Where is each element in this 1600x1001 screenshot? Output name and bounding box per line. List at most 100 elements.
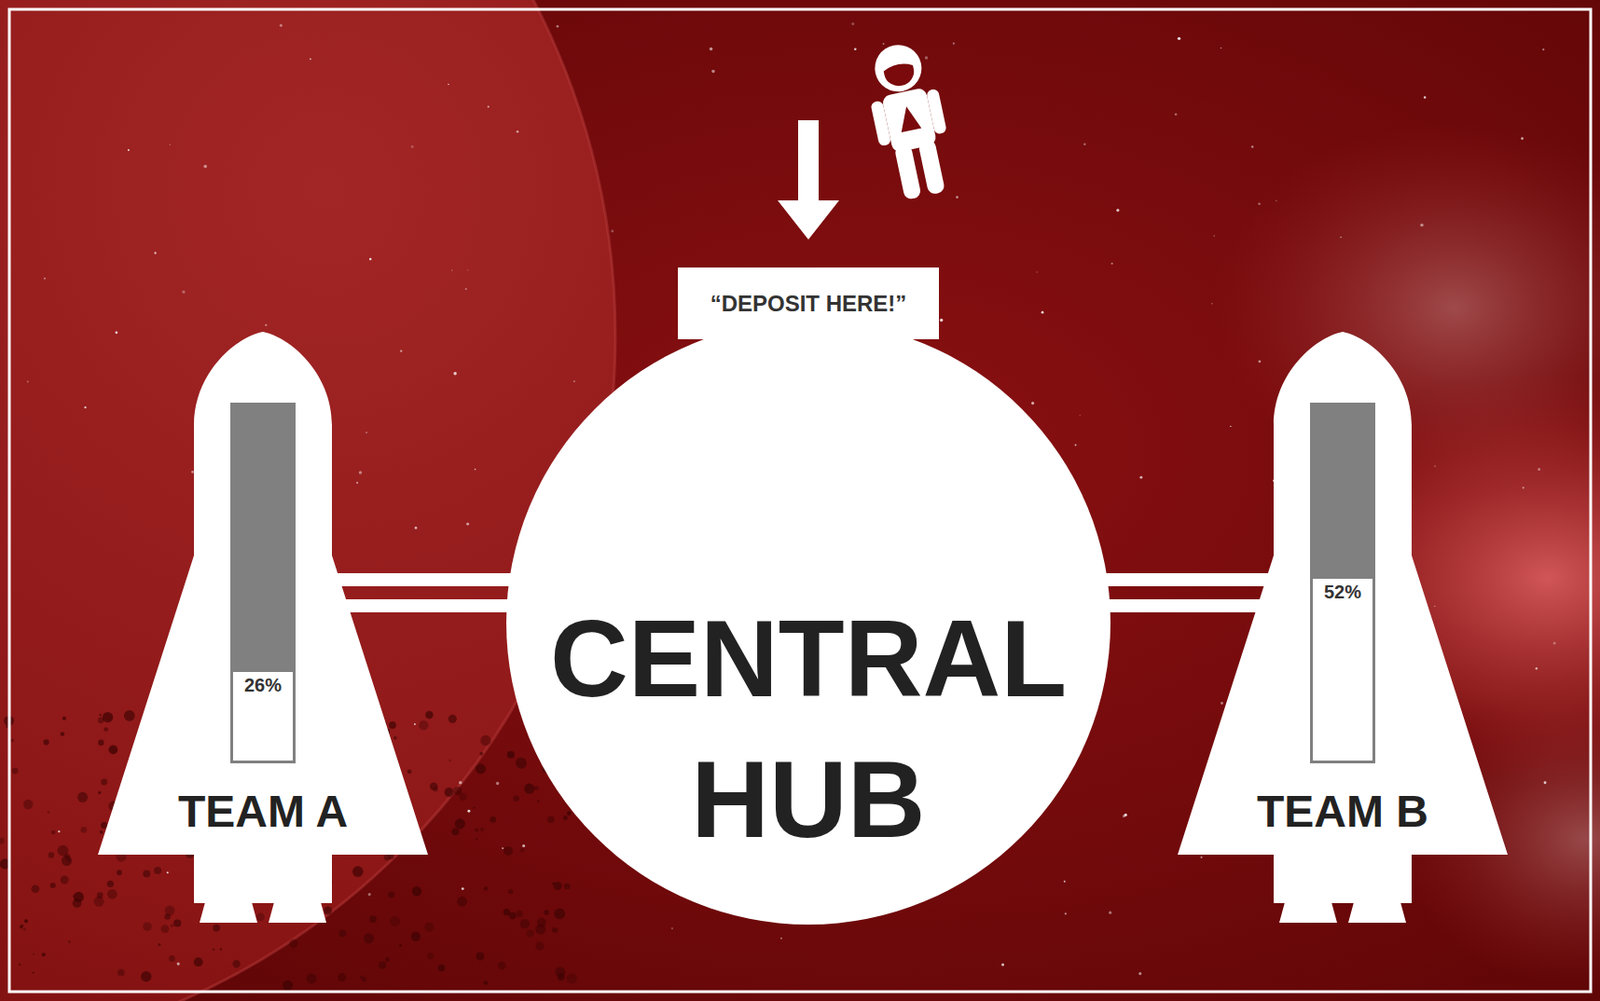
speckle xyxy=(466,523,469,526)
speckle xyxy=(1251,145,1255,149)
speckle xyxy=(181,290,185,294)
speckle xyxy=(474,827,479,832)
team-label: TEAM B xyxy=(1177,786,1508,838)
speckle xyxy=(127,149,130,152)
speckle xyxy=(99,830,104,835)
double-connector xyxy=(1104,579,1277,607)
speckle xyxy=(1339,236,1342,239)
speckle xyxy=(41,952,46,957)
percent-label: 52% xyxy=(1310,581,1376,604)
speckle xyxy=(153,867,162,875)
speckle xyxy=(12,768,19,775)
speckle xyxy=(338,929,346,938)
speckle xyxy=(1229,426,1231,428)
arrow-shaft xyxy=(798,120,819,203)
speckle xyxy=(57,830,60,833)
speckle xyxy=(444,787,455,798)
speckle xyxy=(508,889,514,896)
rocket-nozzle xyxy=(268,902,327,924)
astronaut-leg xyxy=(917,138,946,195)
speckle xyxy=(168,955,176,963)
speckle xyxy=(497,962,507,971)
speckle xyxy=(1434,465,1435,467)
speckle xyxy=(142,869,151,878)
speckle xyxy=(503,909,511,916)
speckle xyxy=(169,144,171,146)
speckle xyxy=(177,963,180,966)
speckle xyxy=(1174,112,1178,116)
speckle xyxy=(543,910,550,916)
speckle xyxy=(369,258,373,262)
speckle xyxy=(72,898,83,909)
connector-bar xyxy=(1104,573,1277,587)
speckle xyxy=(458,793,467,801)
speckle xyxy=(1553,642,1557,646)
speckle xyxy=(1083,143,1087,147)
astronaut-body xyxy=(881,87,938,154)
astronaut-icon xyxy=(859,38,960,204)
speckle xyxy=(191,470,194,474)
speckle xyxy=(573,380,576,383)
speckle xyxy=(553,909,566,921)
rocket-nozzle xyxy=(1348,902,1407,924)
speckle xyxy=(522,844,525,848)
speckle xyxy=(566,811,572,816)
speckle xyxy=(475,763,486,774)
speckle xyxy=(232,960,240,968)
speckle xyxy=(456,896,468,908)
speckle xyxy=(516,130,520,134)
speckle xyxy=(1275,200,1277,202)
speckle xyxy=(51,830,56,836)
fuel-gauge: 26% xyxy=(230,402,296,764)
speckle xyxy=(116,869,123,876)
speckle xyxy=(157,943,161,947)
speckle xyxy=(882,42,885,45)
double-connector xyxy=(329,579,512,607)
speckle xyxy=(534,786,539,791)
speckle xyxy=(455,818,466,829)
speckle xyxy=(140,971,152,982)
speckle xyxy=(107,881,114,888)
speckle xyxy=(83,406,86,409)
speckle xyxy=(1220,47,1223,50)
speckle xyxy=(483,886,488,891)
speckle xyxy=(480,735,491,746)
speckle xyxy=(50,882,56,889)
speckle xyxy=(1138,972,1142,976)
speckle xyxy=(72,895,75,897)
speckle xyxy=(556,25,560,28)
speckle xyxy=(61,855,72,867)
speckle xyxy=(98,714,101,717)
speckle xyxy=(1434,606,1435,607)
rocket-nozzle xyxy=(199,902,258,924)
speckle xyxy=(711,69,715,73)
speckle xyxy=(453,372,456,375)
speckle xyxy=(256,912,265,922)
speckle xyxy=(411,145,414,149)
speckle xyxy=(166,871,169,874)
speckle xyxy=(451,269,453,271)
rocket-body xyxy=(1177,331,1508,904)
speckle xyxy=(489,816,497,824)
speckle xyxy=(1177,37,1181,41)
speckle xyxy=(103,727,109,732)
speckle xyxy=(547,816,554,824)
speckle xyxy=(1542,48,1545,51)
speckle xyxy=(1063,881,1066,883)
speckle xyxy=(43,739,50,745)
speckle xyxy=(1520,137,1524,140)
speckle xyxy=(709,47,714,52)
team-label: TEAM A xyxy=(97,786,428,838)
speckle xyxy=(433,786,439,792)
speckle xyxy=(378,962,387,970)
speckle xyxy=(62,717,67,721)
speckle xyxy=(352,866,364,878)
speckle xyxy=(438,965,445,972)
speckle xyxy=(427,952,434,960)
speckle xyxy=(1139,476,1143,480)
speckle xyxy=(100,778,108,786)
speckle xyxy=(1423,96,1426,98)
rocket-ship: TEAM A 26% xyxy=(97,331,428,924)
speckle xyxy=(554,966,566,978)
speckle xyxy=(165,906,176,917)
